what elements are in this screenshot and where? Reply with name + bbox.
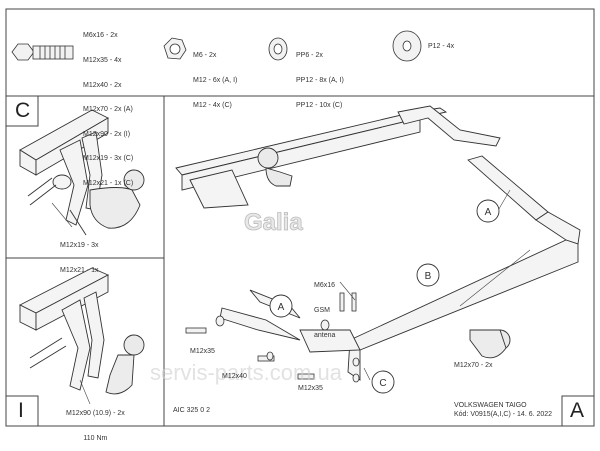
- letter-c-box: [5, 95, 39, 127]
- footer-code: AIC 325 0 2: [173, 407, 210, 414]
- panel-i-letter: I: [18, 399, 24, 422]
- panel-c-illustration: [19, 109, 145, 236]
- nut-icon: [163, 37, 187, 60]
- main-towball: [257, 147, 293, 187]
- callout-c: C: [379, 378, 386, 389]
- label-m12x35-left: M12x35: [190, 348, 215, 355]
- panel-i-illustration: [19, 267, 145, 395]
- diagram-drawing: A B A C Galia servis-parts.com.ua: [5, 8, 595, 427]
- galia-logo: Galia: [244, 209, 303, 236]
- nut-item: M6 - 2x: [193, 52, 217, 60]
- panel-i-note: M12x90 (10.9) - 2x 110 Nm: [66, 394, 125, 451]
- bolt-item: M12x35 - 4x: [83, 57, 122, 65]
- nut-item: M12 - 4x (C): [193, 101, 232, 109]
- footer-kod: Kód: V0915(A,I,C) - 14. 6. 2022: [454, 411, 553, 418]
- bolt-item: M12x40 - 2x: [83, 81, 122, 89]
- panel-i-note-line: 110 Nm: [83, 435, 108, 443]
- panel-i-note-line: M12x90 (10.9) - 2x: [66, 410, 125, 418]
- nut-list: M6 - 2x M12 - 6x (A, I) M12 - 4x (C): [193, 36, 237, 118]
- big-washer-label: P12 - 4x: [428, 43, 455, 50]
- panel-c-note-line: M12x19 - 3x: [60, 242, 99, 250]
- bolt-icon: [11, 43, 74, 61]
- corner-letter-a: A: [570, 399, 585, 422]
- watermark: servis-parts.com.ua: [150, 360, 343, 385]
- bolt-item: M12x21 - 1x (C): [83, 180, 134, 188]
- main-frame: [219, 155, 581, 381]
- label-m12x35-bottom: M12x35: [298, 385, 323, 392]
- gsm-note-line: antena: [314, 331, 336, 339]
- label-m12x40: M12x40: [222, 373, 247, 380]
- panel-c-letter: C: [15, 99, 31, 122]
- callout-a-top-circle: [476, 199, 500, 223]
- callout-a-left: A: [278, 302, 285, 313]
- callout-b-circle: [416, 263, 440, 287]
- washer-item: PP12 - 10x (C): [296, 101, 343, 109]
- callout-a-top: A: [485, 207, 492, 218]
- gsm-note-line: GSM: [314, 307, 330, 315]
- washer-item: PP6 - 2x: [296, 52, 323, 60]
- main-bolts: [185, 292, 360, 383]
- bolt-item: M12x90 - 2x (I): [83, 130, 131, 138]
- letter-i-box: [5, 395, 39, 427]
- callout-c-circle: [371, 370, 395, 394]
- main-crossbar: [175, 105, 501, 209]
- callout-a-left-circle: [269, 294, 293, 318]
- washer-list: PP6 - 2x PP12 - 8x (A, I) PP12 - 10x (C): [296, 36, 344, 118]
- bolt-item: M6x16 - 2x: [83, 32, 118, 40]
- letter-a-box: [561, 395, 595, 427]
- label-m12x70: M12x70 - 2x: [454, 362, 493, 369]
- gsm-note: M6x16 GSM antena: [314, 266, 335, 348]
- washer-item: PP12 - 8x (A, I): [296, 77, 344, 85]
- panel-c-note-line: M12x21 - 1x: [60, 267, 99, 275]
- panel-c-note: M12x19 - 3x M12x21 - 1x: [60, 226, 99, 283]
- big-washer-icon: [392, 30, 422, 62]
- gsm-note-line: M6x16: [314, 282, 336, 290]
- nut-item: M12 - 6x (A, I): [193, 77, 238, 85]
- outer-frame: [5, 8, 595, 427]
- washer-icon: [268, 37, 288, 61]
- bolt-list: M6x16 - 2x M12x35 - 4x M12x40 - 2x M12x7…: [83, 16, 133, 196]
- bolt-item: M12x70 - 2x (A): [83, 106, 133, 114]
- callout-b: B: [425, 271, 432, 282]
- footer-vehicle: VOLKSWAGEN TAIGO: [454, 402, 527, 409]
- bolt-item: M12x19 - 3x (C): [83, 155, 134, 163]
